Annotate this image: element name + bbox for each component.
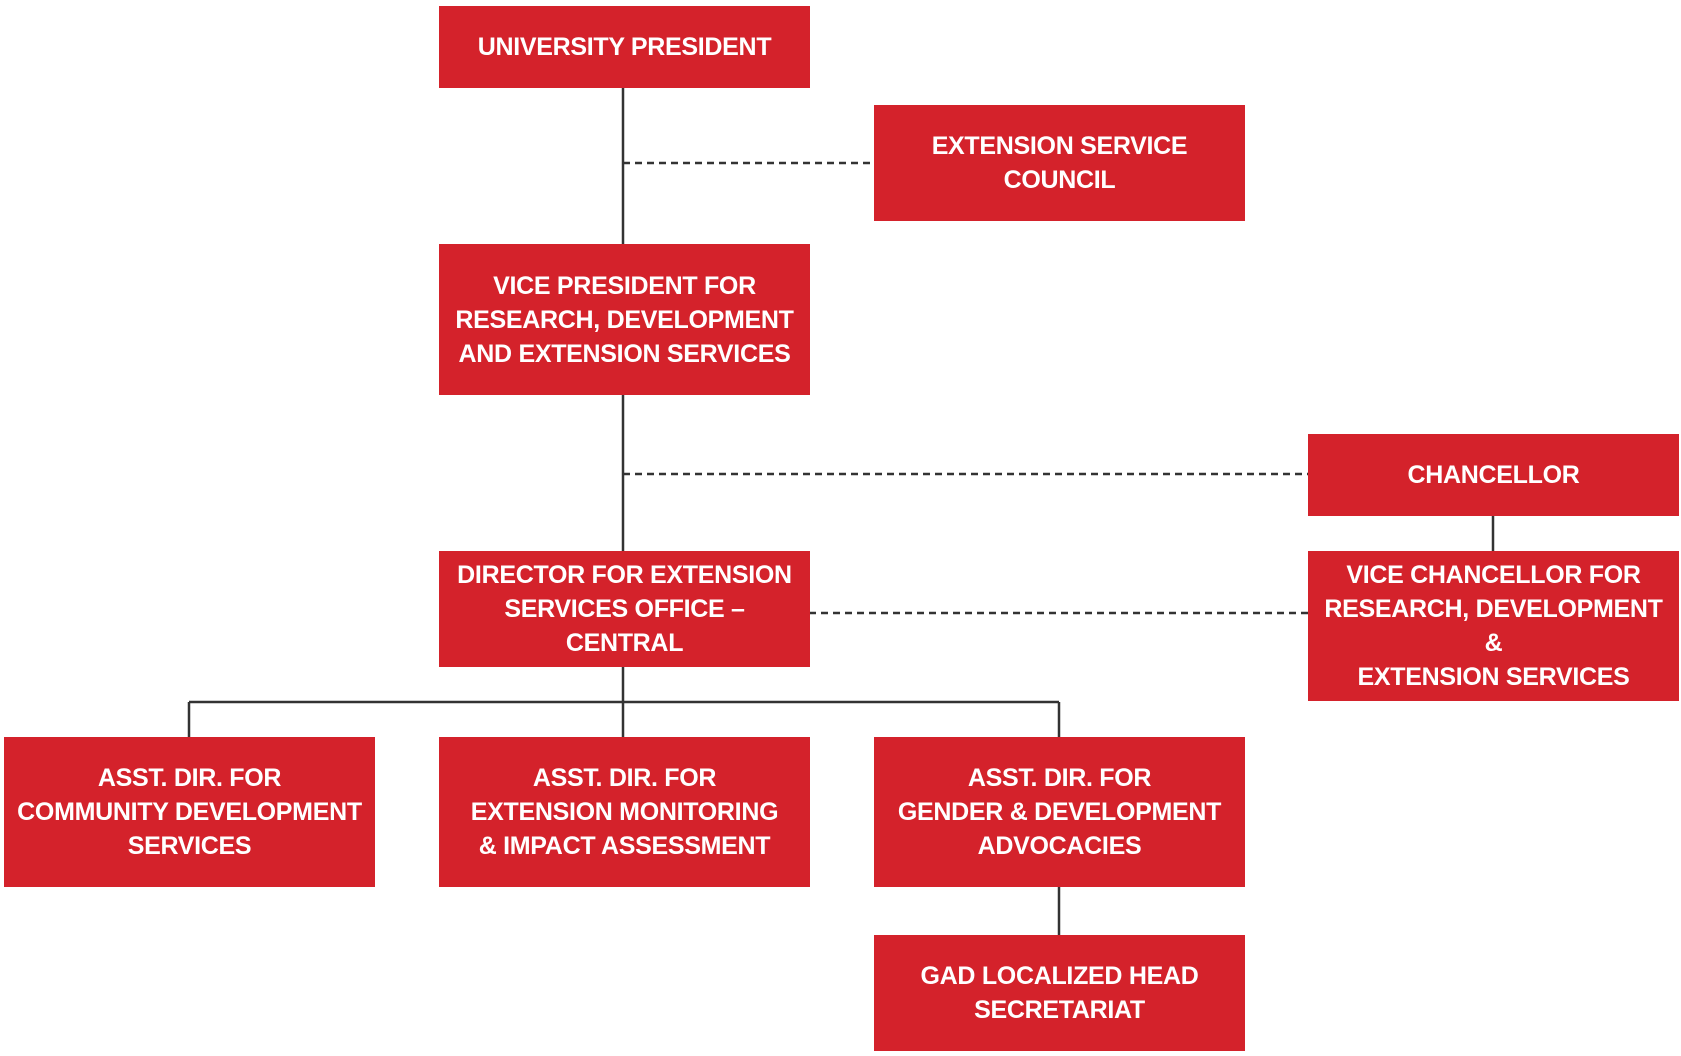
asst-dir-community-box: ASST. DIR. FOR COMMUNITY DEVELOPMENT SER… (4, 737, 375, 887)
asst-dir-community-label: ASST. DIR. FOR COMMUNITY DEVELOPMENT SER… (17, 764, 362, 860)
university-president-label: UNIVERSITY PRESIDENT (477, 33, 772, 61)
asst-dir-monitoring-label: ASST. DIR. FOR EXTENSION MONITORING & IM… (470, 764, 779, 860)
chancellor-label: CHANCELLOR (1407, 461, 1580, 489)
university-president-box: UNIVERSITY PRESIDENT (439, 6, 810, 88)
asst-dir-monitoring-box: ASST. DIR. FOR EXTENSION MONITORING & IM… (439, 737, 810, 887)
vice-president-box: VICE PRESIDENT FOR RESEARCH, DEVELOPMENT… (439, 244, 810, 395)
chancellor-box: CHANCELLOR (1308, 434, 1679, 516)
vice-president-label: VICE PRESIDENT FOR RESEARCH, DEVELOPMENT… (455, 271, 794, 368)
gad-localized-head-box: GAD LOCALIZED HEAD SECRETARIAT (874, 935, 1245, 1051)
vice-chancellor-box: VICE CHANCELLOR FOR RESEARCH, DEVELOPMEN… (1308, 551, 1679, 701)
asst-dir-gender-box: ASST. DIR. FOR GENDER & DEVELOPMENT ADVO… (874, 737, 1245, 887)
vice-chancellor-label: VICE CHANCELLOR FOR RESEARCH, DEVELOPMEN… (1324, 561, 1663, 691)
extension-service-council-box: EXTENSION SERVICE COUNCIL (874, 105, 1245, 221)
extension-service-council-label: EXTENSION SERVICE COUNCIL (931, 132, 1188, 194)
director-label: DIRECTOR FOR EXTENSION SERVICES OFFICE –… (457, 561, 792, 657)
gad-localized-head-label: GAD LOCALIZED HEAD SECRETARIAT (920, 962, 1199, 1024)
director-box: DIRECTOR FOR EXTENSION SERVICES OFFICE –… (439, 551, 810, 667)
asst-dir-gender-label: ASST. DIR. FOR GENDER & DEVELOPMENT ADVO… (897, 764, 1222, 860)
